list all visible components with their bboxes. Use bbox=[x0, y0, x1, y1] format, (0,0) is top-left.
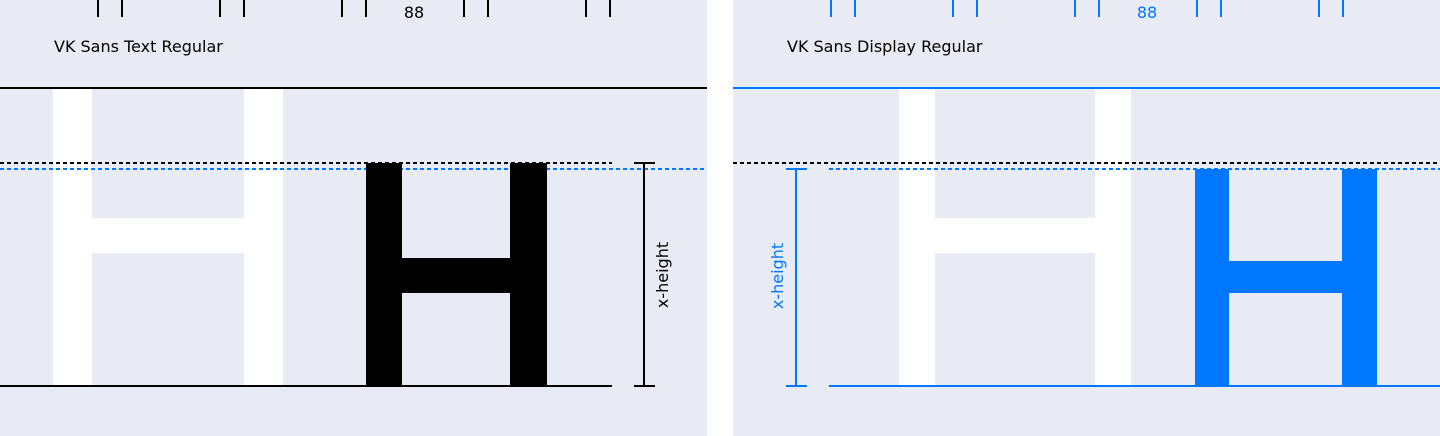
left-font-name: VK Sans Text Regular bbox=[54, 37, 223, 56]
right-ghost-glyph bbox=[899, 88, 1131, 386]
left-glyph-h bbox=[366, 163, 547, 387]
right-font-name: VK Sans Display Regular bbox=[787, 37, 983, 56]
right-ruler-number: 88 bbox=[1137, 3, 1157, 22]
right-x-height-label: x-height bbox=[768, 243, 787, 309]
right-panel: 88 VK Sans Display Regular x-height bbox=[733, 0, 1440, 387]
left-panel: 88 VK Sans Text Regular x-height bbox=[0, 0, 707, 387]
right-x-height-bracket bbox=[786, 168, 807, 387]
left-x-height-bracket bbox=[634, 162, 655, 387]
left-ruler-ticks bbox=[97, 0, 611, 17]
left-x-height-label: x-height bbox=[653, 242, 672, 308]
left-ruler-number: 88 bbox=[404, 3, 424, 22]
right-ruler-ticks bbox=[830, 0, 1344, 17]
right-glyph-h bbox=[1195, 169, 1377, 387]
left-ghost-glyph bbox=[53, 88, 283, 386]
